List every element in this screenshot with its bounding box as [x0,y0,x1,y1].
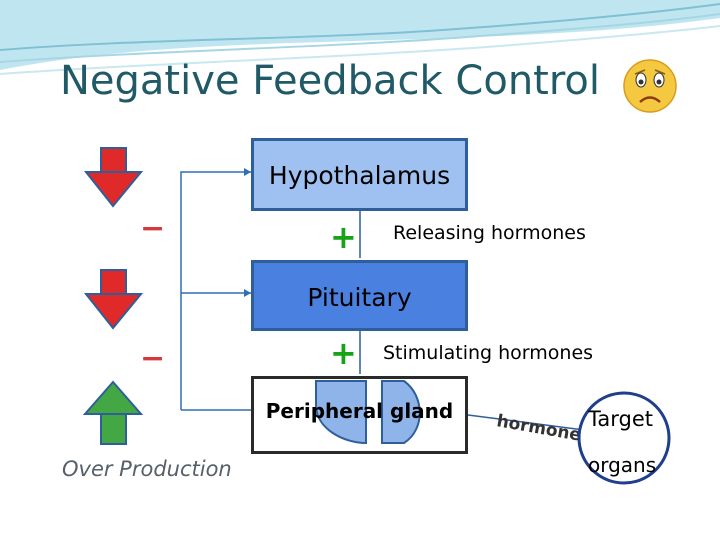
plus-sign-1: + [330,218,357,256]
header-swoosh [0,0,720,75]
down-arrow-red-icon-2 [83,269,144,330]
down-arrow-red-icon-1 [83,147,144,208]
up-arrow-green-icon [82,380,144,445]
plus-sign-2: + [330,334,357,372]
releasing-hormones-label: Releasing hormones [393,222,586,244]
target-organs-circle [577,391,671,485]
slide-title: Negative Feedback Control [60,58,601,104]
gland-lobes-icon [315,380,421,445]
organs-label: organs [588,453,657,477]
minus-sign-2: − [140,341,166,376]
feedback-lines [180,171,251,411]
peripheral-gland-label: Peripheral gland [265,399,454,423]
minus-sign-1: − [140,211,166,246]
arrowhead-to-hypothalamus [244,168,251,176]
hypothalamus-box: Hypothalamus [251,138,468,211]
arrowhead-to-pituitary [244,289,251,297]
stimulating-hormones-label: Stimulating hormones [383,342,594,364]
pituitary-box: Pituitary [251,260,468,331]
sad-face-emoji-icon [623,59,677,113]
target-label: Target [588,407,653,431]
hypothalamus-label: Hypothalamus [268,161,451,190]
over-production-label: Over Production [62,457,232,481]
peripheral-gland-box: Peripheral gland [251,376,468,454]
pituitary-label: Pituitary [307,283,412,312]
hormones-curved-label: hormones [495,411,592,447]
hormones-arrow [467,414,585,431]
